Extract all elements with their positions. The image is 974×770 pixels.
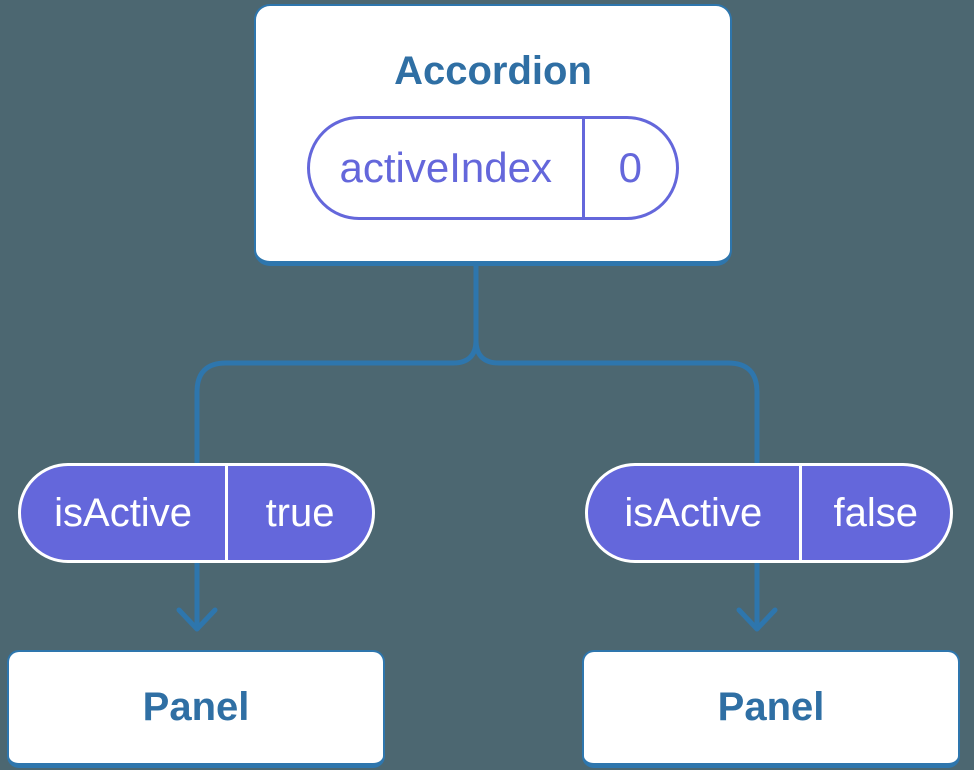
connector-branch-right <box>473 263 760 626</box>
prop-value: false <box>833 490 919 535</box>
panel-node-second: Panel <box>582 650 960 768</box>
state-name: activeIndex <box>310 119 585 217</box>
connector-branch-left <box>194 263 479 626</box>
accordion-node-title: Accordion <box>394 49 592 93</box>
prop-name: isActive <box>21 466 229 560</box>
prop-value: true <box>265 490 335 535</box>
accordion-node: Accordion activeIndex 0 <box>254 4 732 266</box>
panel-node-first: Panel <box>7 650 385 768</box>
prop-pill-second-child: isActive false <box>585 463 953 563</box>
state-value: 0 <box>618 144 642 191</box>
prop-pill-first-child: isActive true <box>18 463 375 563</box>
arrow-down-icon <box>736 607 778 632</box>
arrow-down-icon <box>176 607 218 632</box>
state-pill: activeIndex 0 <box>307 116 679 220</box>
prop-name: isActive <box>588 466 802 560</box>
